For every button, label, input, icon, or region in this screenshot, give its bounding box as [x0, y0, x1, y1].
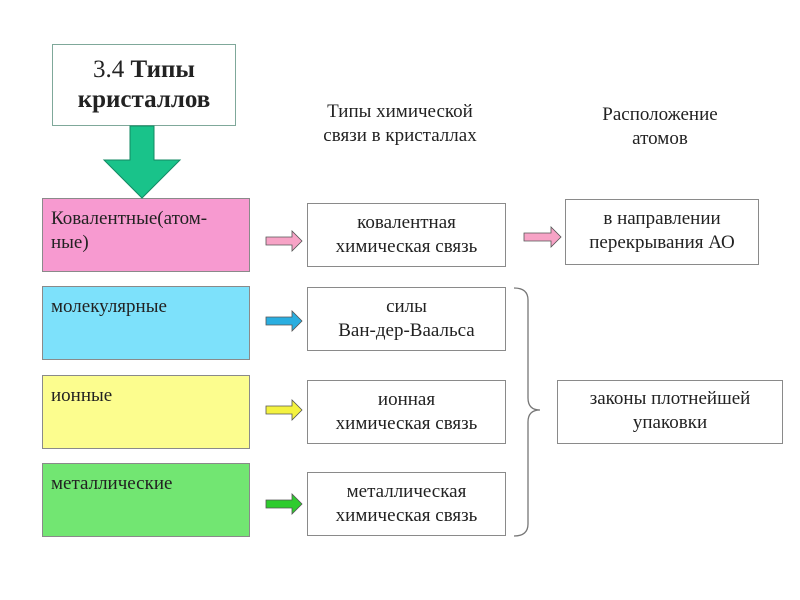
crystal-type-covalent: Ковалентные(атом- ные) — [42, 198, 250, 272]
down-arrow-icon — [102, 125, 182, 199]
atom-arrangement-header: Расположение атомов — [602, 104, 718, 149]
bond-box-van-der-waals: силы Ван-дер-Ваальса — [307, 287, 506, 351]
crystal-type-ionic: ионные — [42, 375, 250, 449]
arrangement-box-close-packing: законы плотнейшей упаковки — [557, 380, 783, 444]
arrow-bond-to-arrangement — [523, 226, 562, 248]
bond-types-header: Типы химической связи в кристаллах — [323, 101, 477, 146]
arrangement-box-overlap: в направлении перекрывания АО — [565, 199, 759, 265]
brace-icon — [513, 287, 541, 537]
crystal-type-metallic: металлические — [42, 463, 250, 537]
title-text: Типы кристаллов — [77, 56, 211, 113]
arrow-molecular-to-bond — [265, 310, 303, 332]
title-box: 3.4 Типы кристаллов — [52, 44, 236, 126]
crystal-type-molecular: молекулярные — [42, 286, 250, 360]
bond-box-covalent: ковалентная химическая связь — [307, 203, 506, 267]
arrow-metallic-to-bond — [265, 493, 303, 515]
arrow-ionic-to-bond — [265, 399, 303, 421]
bond-box-ionic: ионная химическая связь — [307, 380, 506, 444]
arrow-covalent-to-bond — [265, 230, 303, 252]
title-number: 3.4 — [93, 56, 125, 83]
bond-box-metallic: металлическая химическая связь — [307, 472, 506, 536]
